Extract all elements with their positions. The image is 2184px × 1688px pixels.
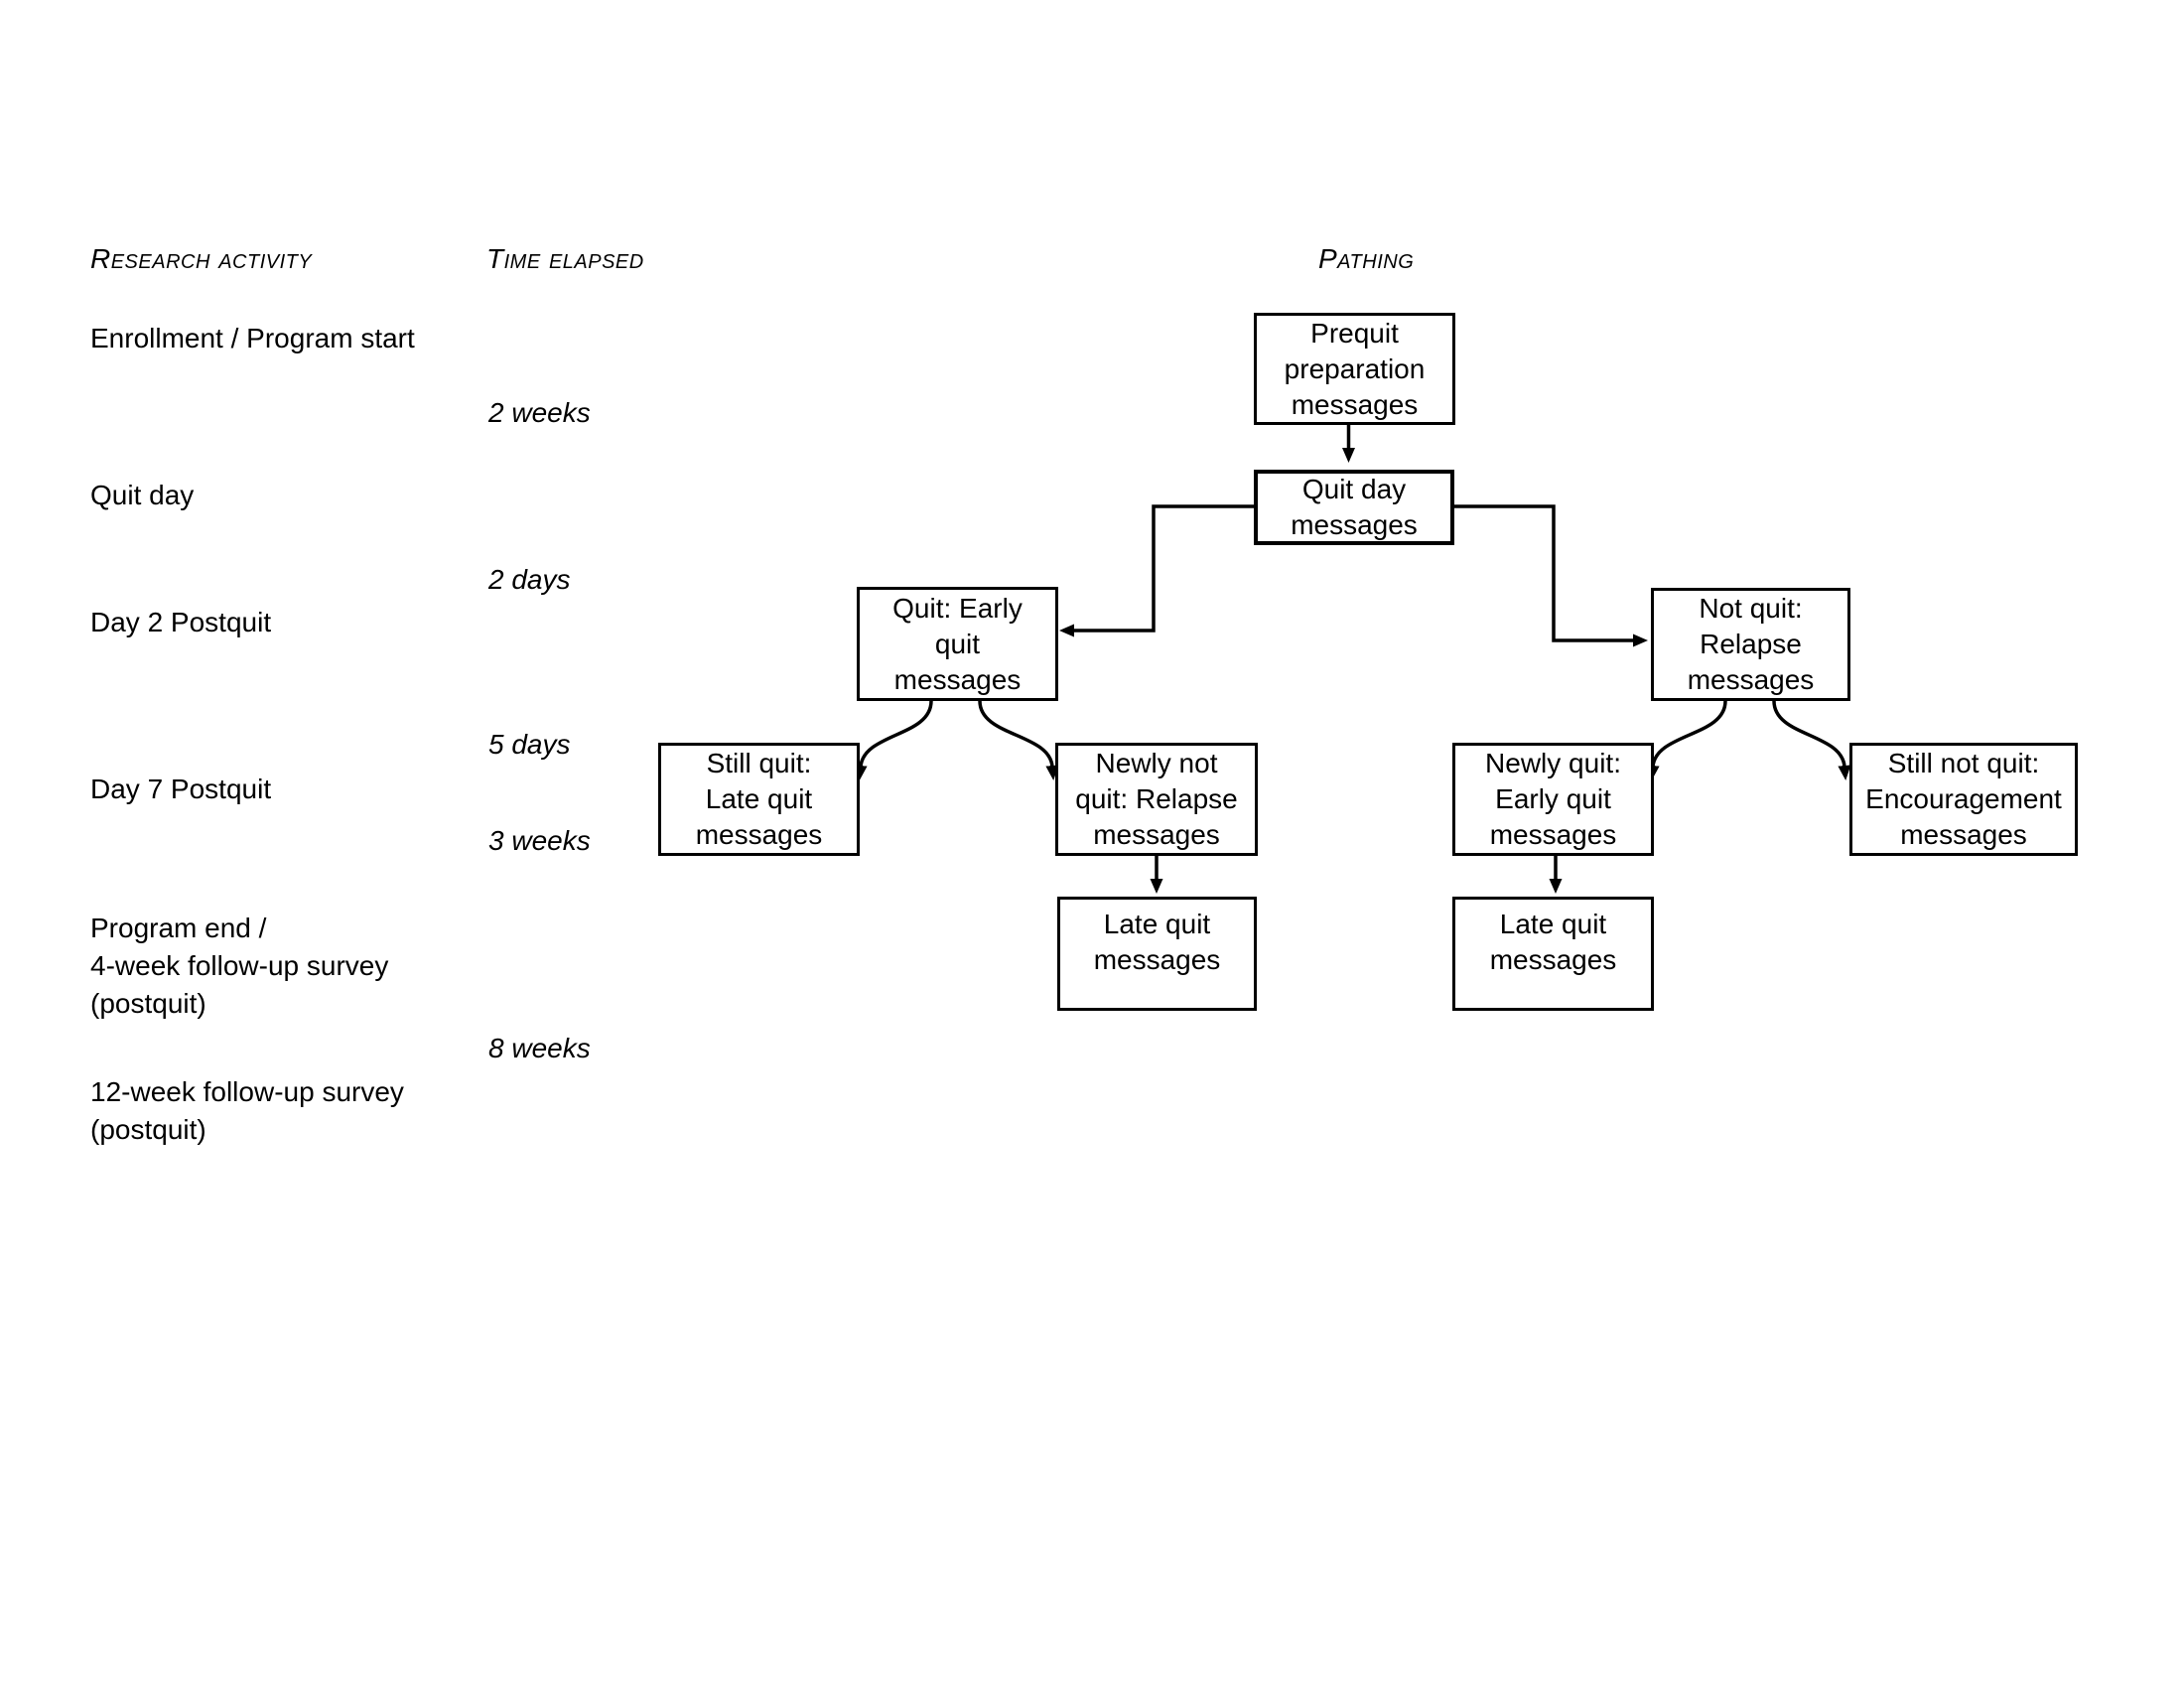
flow-box-late-quit-right: Late quit messages <box>1452 897 1654 1011</box>
activity-label-day-2-postquit: Day 2 Postquit <box>90 607 272 637</box>
flow-box-prequit: Prequit preparation messages <box>1254 313 1455 425</box>
column-header-pathing: Pathing <box>1318 243 1415 274</box>
arrow-quit-early-to-newly-not-quit <box>978 700 1059 780</box>
time-label-3-weeks: 3 weeks <box>488 825 591 856</box>
activity-label-day-7-postquit: Day 7 Postquit <box>90 774 272 804</box>
activity-label-12-week-survey: 12-week follow-up survey (postquit) <box>90 1076 404 1145</box>
activity-label-enrollment: Enrollment / Program start <box>90 323 415 353</box>
flow-box-not-quit: Not quit: Relapse messages <box>1651 588 1850 701</box>
column-header-research-activity: Research activity <box>90 243 313 274</box>
flow-box-newly-quit: Newly quit: Early quit messages <box>1452 743 1654 856</box>
arrow-not-quit-to-newly-quit <box>1646 700 1727 780</box>
time-label-2-days: 2 days <box>488 564 571 595</box>
flow-box-still-not-quit: Still not quit: Encouragement messages <box>1849 743 2078 856</box>
column-header-time-elapsed: Time elapsed <box>486 243 644 274</box>
flow-box-quit-early: Quit: Early quit messages <box>857 587 1058 701</box>
flow-box-late-quit-left: Late quit messages <box>1057 897 1257 1011</box>
time-label-8-weeks: 8 weeks <box>488 1033 591 1063</box>
time-label-5-days: 5 days <box>488 729 571 760</box>
arrow-quit-day-to-quit-early <box>1059 504 1254 637</box>
arrow-quit-early-to-still-quit <box>854 700 933 780</box>
flow-box-quit-day: Quit day messages <box>1254 470 1454 545</box>
flow-box-newly-not-quit: Newly not quit: Relapse messages <box>1055 743 1258 856</box>
arrow-not-quit-to-still-not-quit <box>1772 700 1851 780</box>
flow-box-still-quit: Still quit: Late quit messages <box>658 743 860 856</box>
activity-label-quit-day: Quit day <box>90 480 195 510</box>
arrow-quit-day-to-not-quit <box>1454 504 1648 647</box>
time-label-2-weeks: 2 weeks <box>488 397 591 428</box>
activity-label-program-end: Program end / 4-week follow-up survey (p… <box>90 913 389 1019</box>
